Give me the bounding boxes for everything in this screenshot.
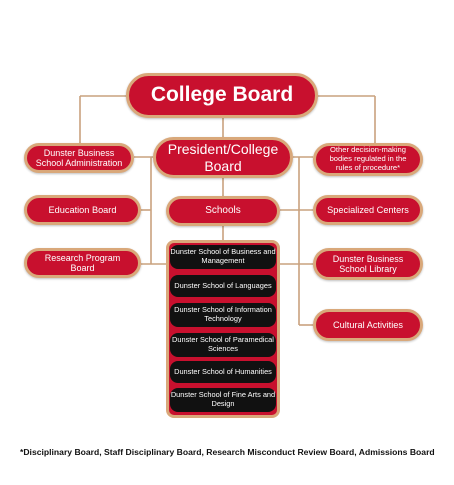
college-board-node: College Board bbox=[126, 73, 318, 118]
library-label: Dunster Business School Library bbox=[332, 253, 404, 274]
school-label: Dunster School of Languages bbox=[174, 280, 272, 290]
school-label: Dunster School of Fine Arts and Design bbox=[170, 390, 276, 408]
other-bodies-label: Other decision-making bodies regulated i… bbox=[329, 145, 407, 172]
research-program-board-node: Research Program Board bbox=[24, 248, 141, 278]
president-node: President/College Board bbox=[153, 137, 293, 178]
schools-node: Schools bbox=[166, 196, 280, 226]
cultural-activities-label: Cultural Activities bbox=[333, 319, 403, 330]
school-item: Dunster School of Languages bbox=[170, 275, 276, 297]
other-bodies-node: Other decision-making bodies regulated i… bbox=[313, 143, 423, 176]
school-label: Dunster School of Paramedical Sciences bbox=[172, 335, 274, 353]
college-board-label: College Board bbox=[150, 83, 294, 107]
administration-label: Dunster Business School Administration bbox=[35, 147, 123, 168]
specialized-centers-node: Specialized Centers bbox=[313, 195, 423, 225]
schools-label: Schools bbox=[205, 205, 241, 217]
school-label: Dunster School of Business and Managemen… bbox=[170, 247, 276, 265]
school-item: Dunster School of Business and Managemen… bbox=[170, 245, 276, 269]
school-item: Dunster School of Information Technology bbox=[170, 303, 276, 327]
school-item: Dunster School of Fine Arts and Design bbox=[170, 388, 276, 412]
research-program-board-label: Research Program Board bbox=[44, 252, 121, 273]
school-label: Dunster School of Information Technology bbox=[174, 305, 272, 323]
school-label: Dunster School of Humanities bbox=[174, 366, 272, 376]
president-label: President/College Board bbox=[167, 141, 279, 174]
administration-node: Dunster Business School Administration bbox=[24, 143, 134, 173]
education-board-node: Education Board bbox=[24, 195, 141, 225]
footnote: *Disciplinary Board, Staff Disciplinary … bbox=[20, 447, 435, 457]
school-item: Dunster School of Paramedical Sciences bbox=[170, 333, 276, 357]
cultural-activities-node: Cultural Activities bbox=[313, 309, 423, 341]
education-board-label: Education Board bbox=[48, 204, 117, 215]
specialized-centers-label: Specialized Centers bbox=[327, 204, 409, 215]
library-node: Dunster Business School Library bbox=[313, 248, 423, 280]
school-item: Dunster School of Humanities bbox=[170, 361, 276, 383]
